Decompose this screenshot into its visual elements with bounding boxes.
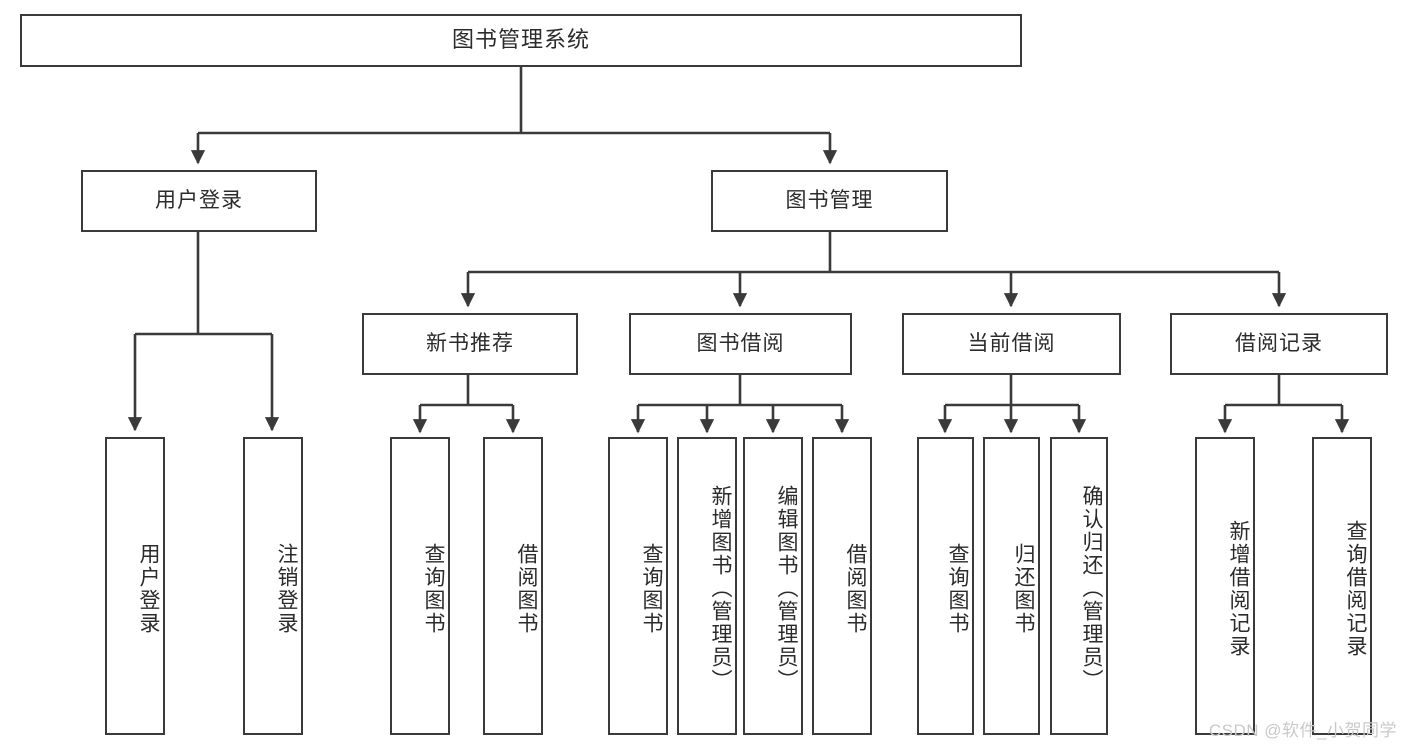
node-label: 图书借阅 [696, 332, 785, 356]
node-label: 新增借阅记录 [1227, 520, 1250, 658]
leaf-current-borrow-confirm-admin[interactable]: 确认归还（管理员） [1050, 437, 1108, 735]
leaf-current-borrow-return[interactable]: 归还图书 [983, 437, 1040, 735]
leaf-book-borrow-borrow[interactable]: 借阅图书 [812, 437, 872, 735]
node-label: 用户登录 [155, 189, 243, 213]
leaf-borrow-records-query[interactable]: 查询借阅记录 [1312, 437, 1372, 735]
node-current-borrow[interactable]: 当前借阅 [902, 313, 1121, 375]
node-label: 借阅图书 [515, 543, 538, 635]
node-book-borrow[interactable]: 图书借阅 [629, 313, 852, 375]
node-label: 新增图书（管理员） [709, 484, 732, 692]
node-label: 查询图书 [946, 543, 969, 635]
node-label: 查询借阅记录 [1344, 520, 1367, 658]
node-label: 查询图书 [640, 543, 663, 635]
leaf-book-borrow-edit-admin[interactable]: 编辑图书（管理员） [743, 437, 803, 735]
leaf-book-borrow-add-admin[interactable]: 新增图书（管理员） [677, 437, 737, 735]
node-label: 图书管理 [785, 189, 874, 213]
leaf-book-borrow-query[interactable]: 查询图书 [608, 437, 668, 735]
node-label: 借阅记录 [1235, 332, 1323, 356]
node-label: 确认归还（管理员） [1080, 484, 1103, 692]
node-book-management[interactable]: 图书管理 [711, 170, 948, 232]
node-label: 查询图书 [422, 543, 445, 635]
node-label: 注销登录 [275, 543, 298, 635]
leaf-new-book-query[interactable]: 查询图书 [390, 437, 450, 735]
node-label: 新书推荐 [426, 332, 514, 356]
node-user-login[interactable]: 用户登录 [81, 170, 317, 232]
node-label: 归还图书 [1012, 543, 1035, 635]
node-label: 编辑图书（管理员） [775, 484, 798, 692]
leaf-user-login-login[interactable]: 用户登录 [105, 437, 165, 735]
node-new-book-recommend[interactable]: 新书推荐 [362, 313, 578, 375]
leaf-borrow-records-add[interactable]: 新增借阅记录 [1195, 437, 1255, 735]
node-label: 用户登录 [137, 543, 160, 635]
csdn-watermark: CSDN @软件_小贺同学 [1208, 721, 1397, 740]
leaf-current-borrow-query[interactable]: 查询图书 [917, 437, 974, 735]
leaf-new-book-borrow[interactable]: 借阅图书 [483, 437, 543, 735]
node-label: 当前借阅 [967, 332, 1056, 356]
node-label: 借阅图书 [844, 543, 867, 635]
leaf-user-login-logout[interactable]: 注销登录 [243, 437, 303, 735]
node-book-management-system[interactable]: 图书管理系统 [20, 14, 1022, 67]
node-borrow-records[interactable]: 借阅记录 [1170, 313, 1388, 375]
node-label: 图书管理系统 [451, 27, 590, 53]
